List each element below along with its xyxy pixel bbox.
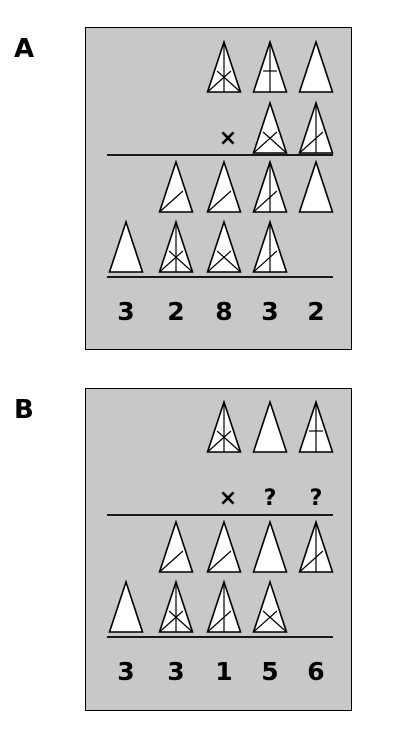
panel-a-label: A [14,34,35,64]
panel-b-multiplicand-triangle [206,399,242,453]
panel-a-partial1-triangle [298,159,334,213]
panel-a-partial2-triangle [158,219,194,273]
panel-a-result-digit: 3 [261,297,278,326]
panel-a-partial2-triangle [252,219,288,273]
panel-b-multiplicand-triangle [298,399,334,453]
panel-b-partial1-triangle [252,519,288,573]
panel-b-result-digit: 1 [215,657,232,686]
panel-a-multiplier-triangle [298,100,334,154]
panel-a-times-symbol: × [219,126,237,151]
panel-a-multiplicand-triangle [252,39,288,93]
panel-b-label: B [14,395,34,425]
panel-b-result-digit: 5 [261,657,278,686]
panel-b-partial2-triangle [158,579,194,633]
panel-a-partial1-triangle [252,159,288,213]
panel-a-multiplier-triangle [252,100,288,154]
panel-b-partial2-triangle [206,579,242,633]
panel-a-result-digit: 2 [307,297,324,326]
panel-b-unknown-digit: ? [264,486,277,511]
panel-a-partial1-triangle [206,159,242,213]
panel-b-partial1-triangle [206,519,242,573]
panel-b-result-digit: 3 [117,657,134,686]
panel-a-result-digit: 3 [117,297,134,326]
panel-a-partial1-triangle [158,159,194,213]
panel-a-partial2-triangle [206,219,242,273]
panel-b-times-symbol: × [219,486,237,511]
panel-b-partial2-triangle [252,579,288,633]
panel-b-partial2-triangle [108,579,144,633]
panel-a-multiplicand-triangle [206,39,242,93]
panel-a-result-digit: 8 [215,297,232,326]
panel-a-result-digit: 2 [167,297,184,326]
panel-a-multiplicand-triangle [298,39,334,93]
panel-a-partial2-triangle [108,219,144,273]
panel-b-result-digit: 6 [307,657,324,686]
panel-b-result-digit: 3 [167,657,184,686]
panel-b-partial1-triangle [298,519,334,573]
panel-b-unknown-digit: ? [310,486,323,511]
panel-b-multiplicand-triangle [252,399,288,453]
panel-b-partial1-triangle [158,519,194,573]
